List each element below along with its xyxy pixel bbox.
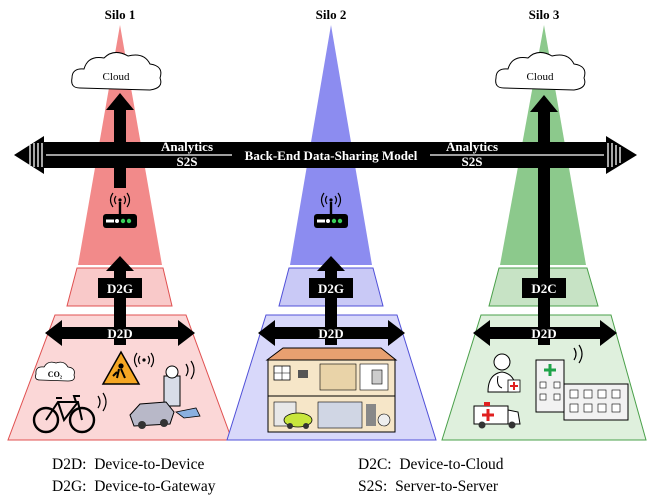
silo-1-gateway-arrow <box>106 256 134 345</box>
legend-text: Server-to-Server <box>395 478 499 495</box>
silo-3-layer2-label: D2C <box>531 281 556 296</box>
legend-text: Device-to-Cloud <box>399 456 504 473</box>
cloud-1-label: Cloud <box>103 71 130 83</box>
legend-abbr: S2S: <box>358 478 388 495</box>
bicycle-icon <box>32 392 107 434</box>
silo-1-title: Silo 1 <box>105 7 136 22</box>
silo-2-layer1-label: D2D <box>318 326 343 341</box>
backend-label: Back-End Data-Sharing Model <box>245 148 418 163</box>
cloud-3-label: Cloud <box>527 71 554 83</box>
silo-1-layer1-label: D2D <box>107 326 132 341</box>
left-s2s-label: S2S <box>177 154 198 169</box>
silo-2-layer2-box <box>309 278 353 298</box>
cloud-3-icon: Cloud <box>495 52 586 91</box>
legend-text: Device-to-Device <box>94 456 205 473</box>
silo-3-layer2-box <box>522 278 566 298</box>
left-analytics-label: Analytics <box>161 139 213 154</box>
legend-abbr: D2C: <box>358 456 392 473</box>
legend-abbr: D2D: <box>52 456 87 473</box>
right-s2s-label: S2S <box>462 154 483 169</box>
silo-3-layer1-label: D2D <box>531 326 556 341</box>
right-analytics-label: Analytics <box>446 139 498 154</box>
smart-home-icon <box>265 347 398 433</box>
silo-2-title: Silo 2 <box>316 7 347 22</box>
backend-arrow <box>14 136 637 174</box>
legend: D2D: Device-to-Device D2C: Device-to-Clo… <box>0 450 650 500</box>
co2-cloud-icon: CO₂ <box>35 361 75 382</box>
legend-text: Device-to-Gateway <box>94 478 216 495</box>
hospital-icon <box>535 344 629 421</box>
co2-label: CO₂ <box>48 370 63 379</box>
silo-2-layer2-label: D2G <box>318 281 344 296</box>
legend-item-d2d: D2D: Device-to-Device <box>52 456 204 474</box>
car-accident-icon <box>129 360 201 429</box>
legend-item-d2c: D2C: Device-to-Cloud <box>358 456 504 474</box>
legend-item-s2s: S2S: Server-to-Server <box>358 478 498 496</box>
iot-silo-diagram: Silo 1 Silo 2 Silo 3 Cloud Cloud Analyti… <box>7 7 647 441</box>
cloud-1-icon: Cloud <box>71 52 162 91</box>
silo-1-cloud-arrow <box>106 93 134 188</box>
vertical-arrows <box>106 93 558 345</box>
silo-2-gateway-arrow <box>317 256 345 345</box>
legend-abbr: D2G: <box>52 478 87 495</box>
silo-3-title: Silo 3 <box>529 7 560 22</box>
d2d-arrows <box>45 320 617 346</box>
silo-3-cloud-arrow <box>530 95 558 345</box>
ambulance-icon <box>473 402 521 429</box>
silo-1-layer2-box <box>98 278 142 298</box>
legend-item-d2g: D2G: Device-to-Gateway <box>52 478 216 496</box>
doctor-icon <box>487 353 521 393</box>
silo-1-layer2-label: D2G <box>107 281 133 296</box>
road-work-sign-icon <box>101 350 155 385</box>
